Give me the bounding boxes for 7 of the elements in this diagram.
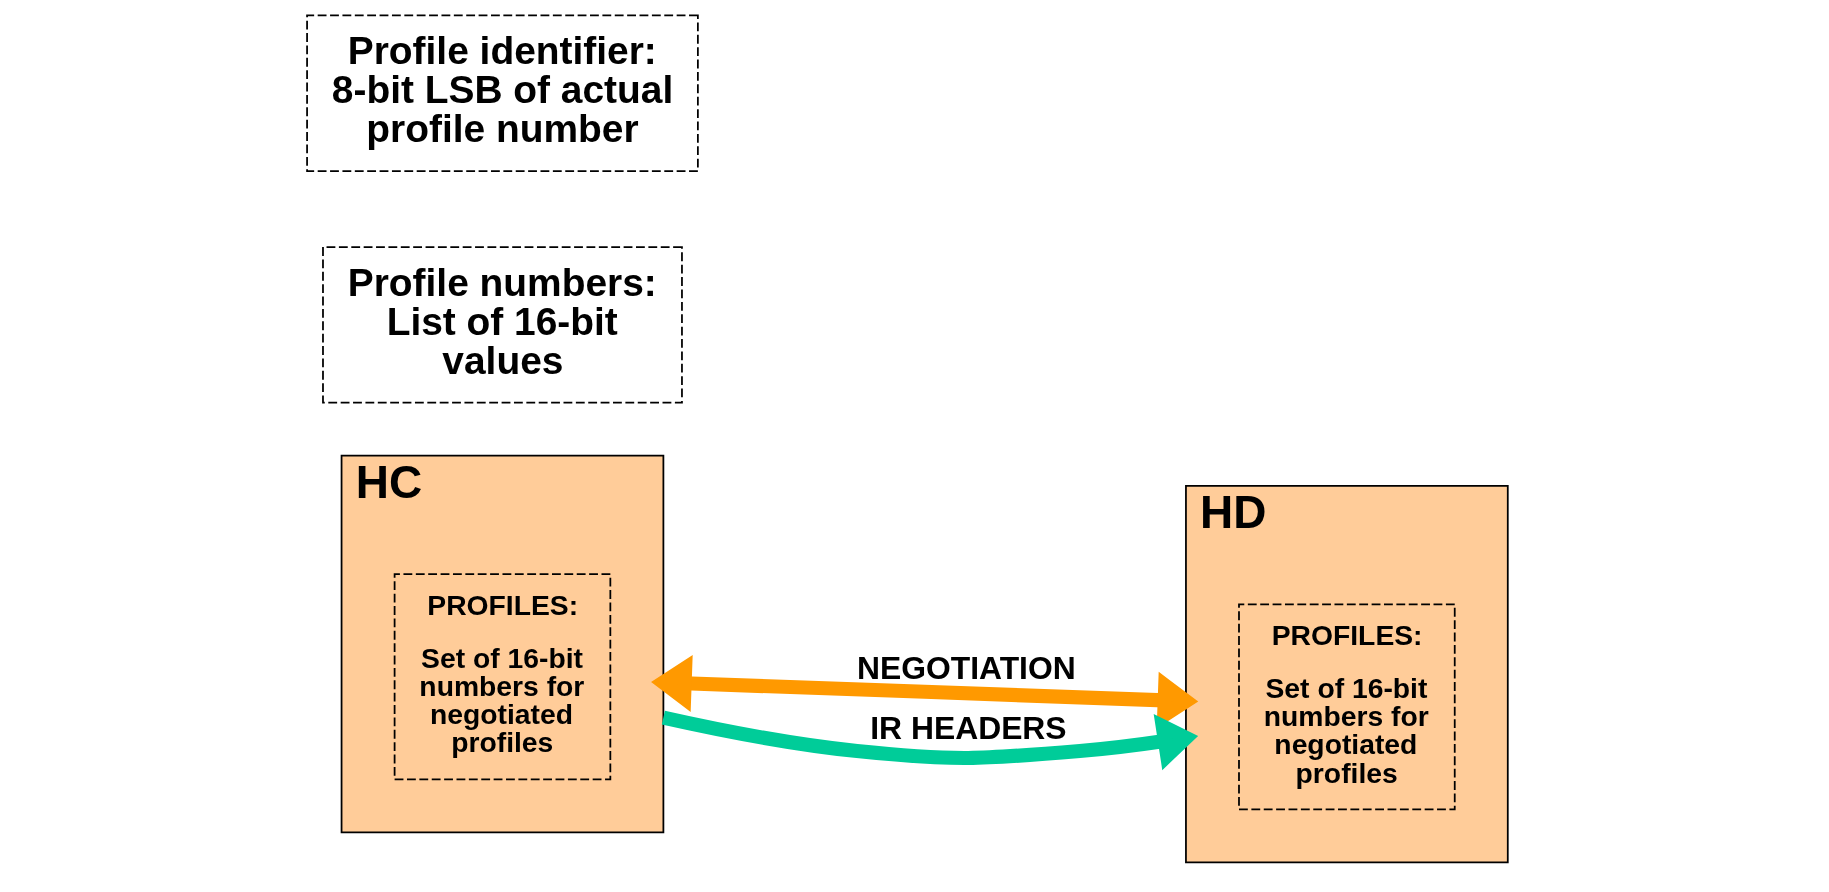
arrow — [661, 710, 1199, 771]
node-box: Profile numbers: List of 16-bit values — [322, 246, 683, 404]
edge-label: IR HEADERS — [870, 710, 1067, 747]
node-box: PROFILES: Set of 16-bit numbers for negotiated profiles — [1238, 603, 1456, 811]
node-box: Profile identifier: 8-bit LSB of actual profile number — [306, 14, 699, 172]
node-box: PROFILES: Set of 16-bit numbers for negotiated profiles — [393, 573, 612, 781]
edge-label: NEGOTIATION — [857, 650, 1076, 687]
